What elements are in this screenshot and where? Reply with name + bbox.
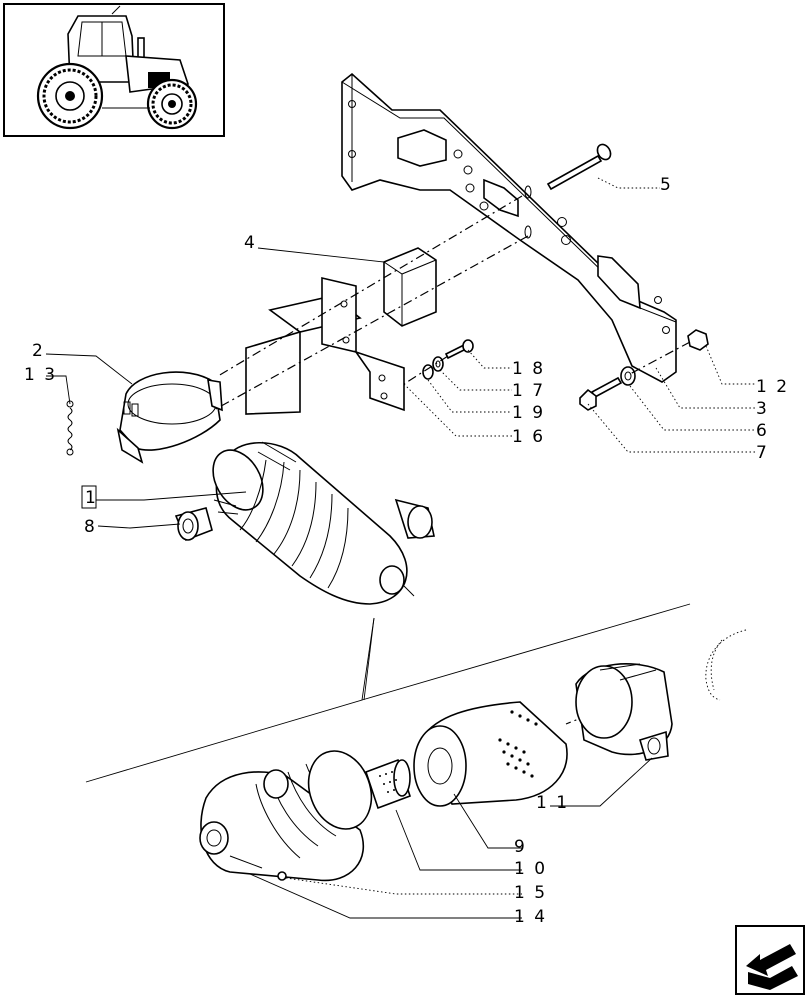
callout-7[interactable]: 7 xyxy=(756,443,769,463)
nut-12[interactable] xyxy=(687,329,709,351)
callout-4[interactable]: 4 xyxy=(244,233,257,253)
callout-16[interactable]: 1 6 xyxy=(512,427,545,447)
safety-cartridge-10[interactable] xyxy=(364,758,412,810)
callout-13[interactable]: 1 3 xyxy=(24,365,57,385)
callout-19[interactable]: 1 9 xyxy=(512,403,545,423)
svg-text:1: 1 xyxy=(85,488,98,508)
previous-page-button[interactable] xyxy=(735,925,805,995)
main-filter-element-9[interactable] xyxy=(413,701,568,807)
callout-2[interactable]: 2 xyxy=(32,341,45,361)
washer-19[interactable] xyxy=(422,364,434,380)
frame-rail xyxy=(341,72,677,383)
callout-14[interactable]: 1 4 xyxy=(514,907,547,927)
dust-valve-8[interactable] xyxy=(174,507,213,542)
washer-17[interactable] xyxy=(432,356,444,372)
callout-5[interactable]: 5 xyxy=(660,175,673,195)
callout-10[interactable]: 1 0 xyxy=(514,859,547,879)
washer-6[interactable] xyxy=(620,366,636,386)
bolt-7[interactable] xyxy=(579,376,623,411)
end-cover-11[interactable] xyxy=(575,663,673,761)
screw-18[interactable] xyxy=(444,339,474,360)
filter-perforations xyxy=(498,710,538,778)
callout-labels: 1 2 1 3 4 5 8 1 2 3 6 7 1 8 1 7 1 9 1 6 … xyxy=(24,175,789,927)
leader-lines xyxy=(45,177,756,919)
spacer-block-4[interactable] xyxy=(383,247,437,327)
spring-13[interactable] xyxy=(66,400,74,456)
callout-11[interactable]: 1 1 xyxy=(536,793,569,813)
callout-8[interactable]: 8 xyxy=(84,517,97,537)
callout-17[interactable]: 1 7 xyxy=(512,381,545,401)
tractor-thumbnail[interactable] xyxy=(3,3,225,137)
adjacent-part-outline xyxy=(705,629,747,701)
support-bracket-16[interactable] xyxy=(245,276,405,415)
assembly-center-lines xyxy=(213,195,691,725)
tractor-icon xyxy=(36,5,198,130)
detail-section-divider xyxy=(85,603,691,783)
o-ring-15[interactable] xyxy=(277,871,287,881)
callout-9[interactable]: 9 xyxy=(514,837,527,857)
callout-3[interactable]: 3 xyxy=(756,399,769,419)
callout-15[interactable]: 1 5 xyxy=(514,883,547,903)
callout-1[interactable]: 1 xyxy=(81,485,98,509)
previous-page-arrow-icon xyxy=(746,944,798,990)
housing-body-14[interactable] xyxy=(199,742,382,882)
callout-6[interactable]: 6 xyxy=(756,421,769,441)
mounting-band-2[interactable] xyxy=(116,371,223,464)
callout-18[interactable]: 1 8 xyxy=(512,359,545,379)
air-filter-housing-1[interactable] xyxy=(203,441,435,605)
callout-12[interactable]: 1 2 xyxy=(756,377,789,397)
bolt-5[interactable] xyxy=(546,142,613,191)
